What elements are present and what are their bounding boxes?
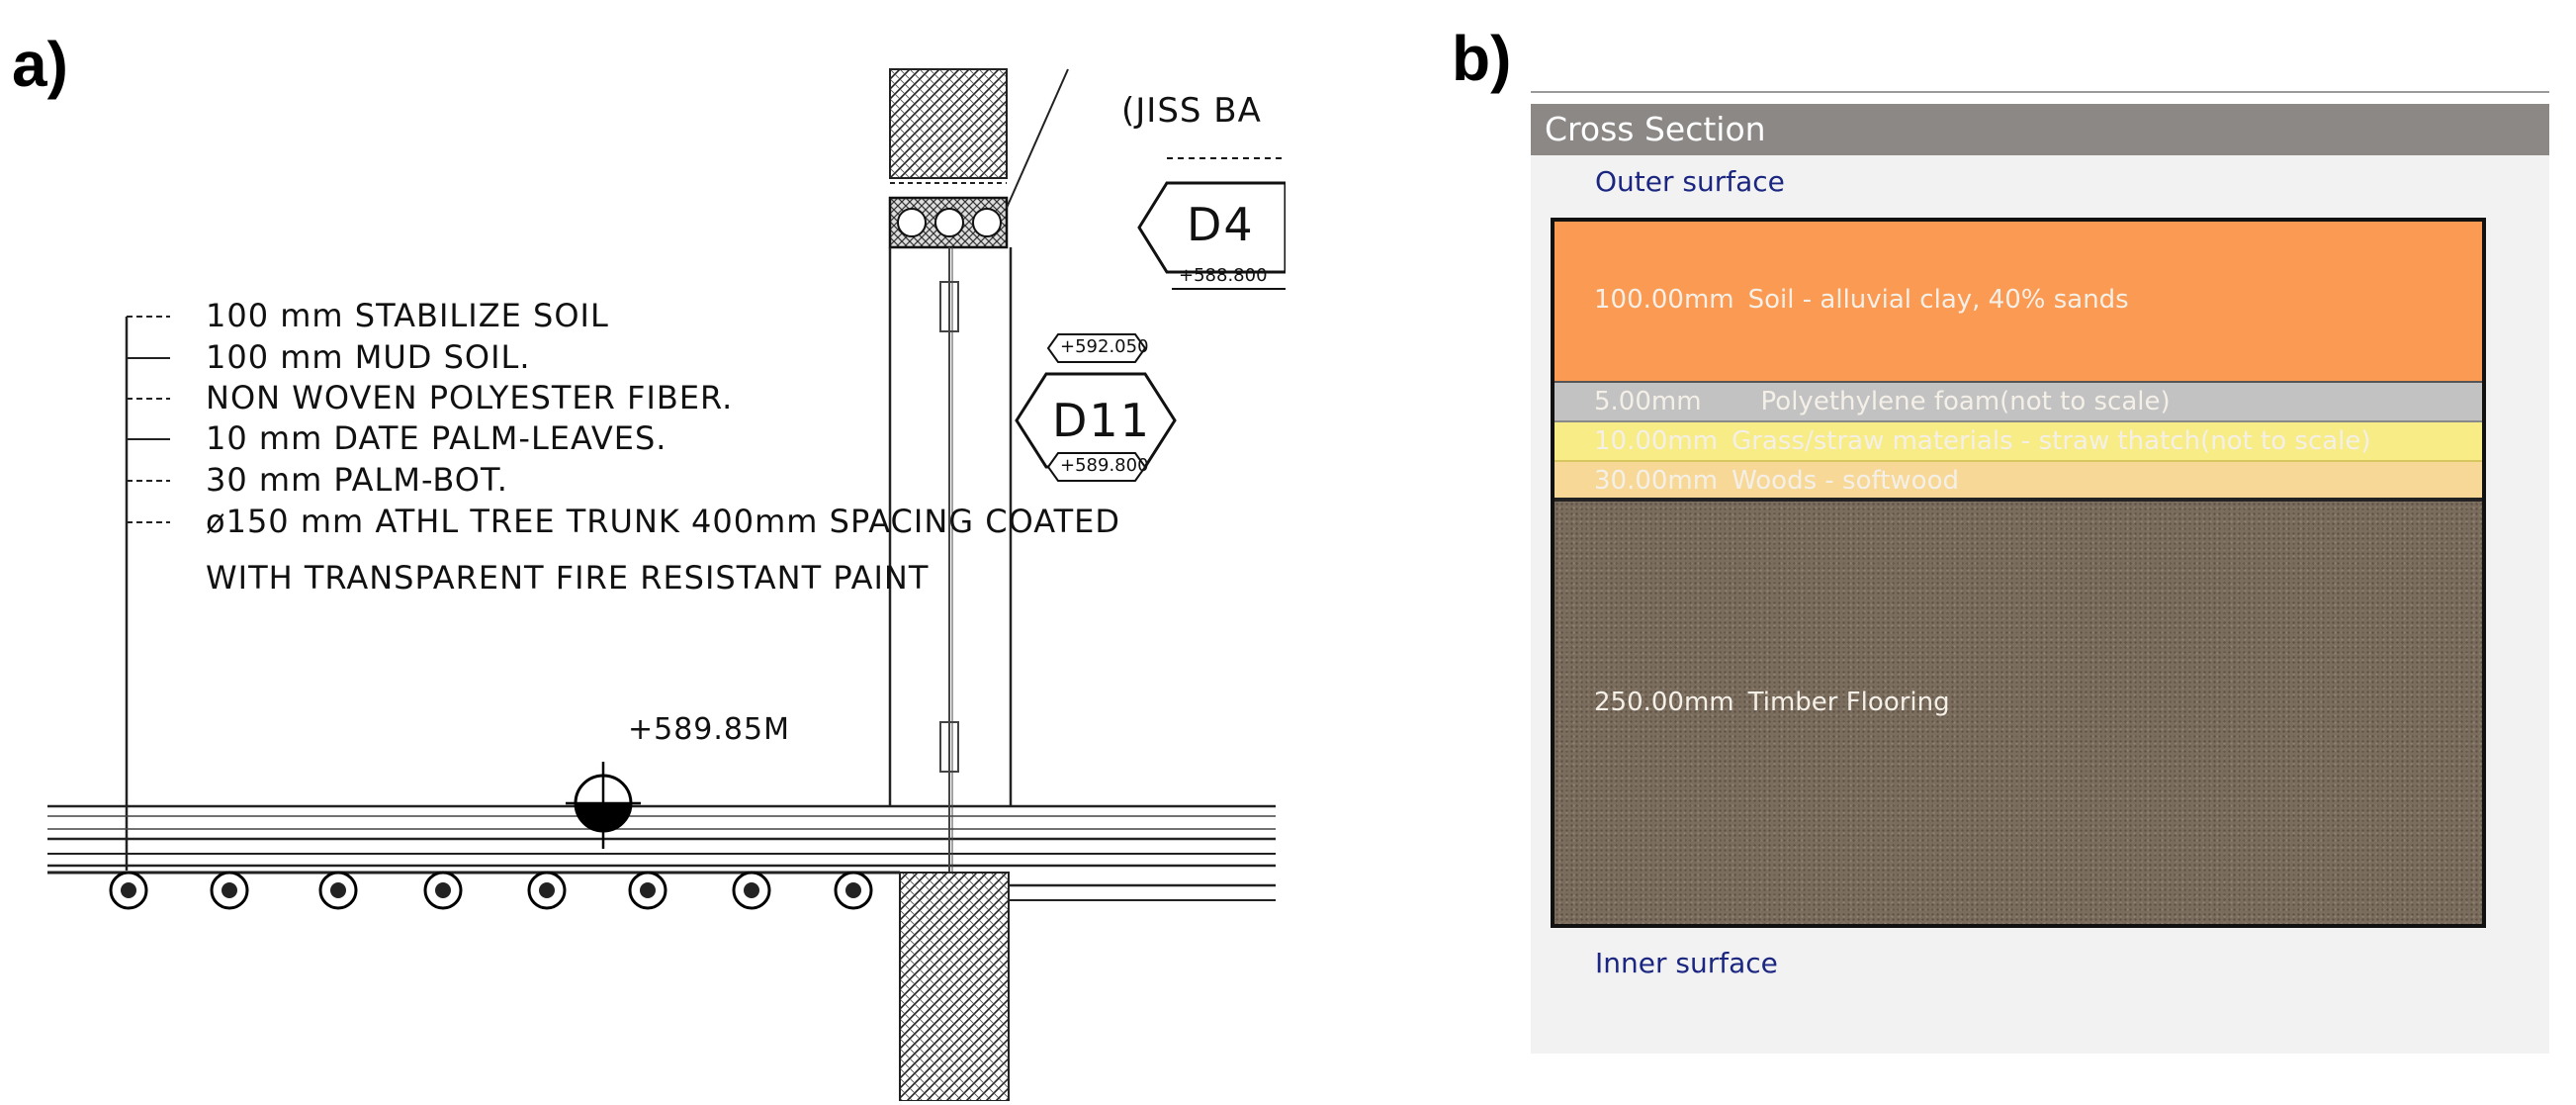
layer-soil[interactable]: 100.00mm Soil - alluvial clay, 40% sands: [1554, 222, 2482, 383]
cross-section-titlebar: Cross Section: [1531, 104, 2549, 155]
layer-material: Grass/straw materials - straw thatch(not…: [1732, 426, 2371, 456]
layer-polyethylene-foam[interactable]: 5.00mm Polyethylene foam(not to scale): [1554, 383, 2482, 422]
layer-note: 100 mm MUD SOIL.: [206, 338, 531, 376]
panel-label-b: b): [1452, 23, 1512, 94]
drawing-linework: [47, 68, 1288, 1102]
divider: [1531, 91, 2549, 93]
layer-note: NON WOVEN POLYESTER FIBER.: [206, 379, 734, 416]
inner-surface-label: Inner surface: [1595, 947, 1778, 979]
layer-note: WITH TRANSPARENT FIRE RESISTANT PAINT: [206, 559, 930, 597]
outer-surface-label: Outer surface: [1595, 165, 1785, 198]
cross-section-title: Cross Section: [1545, 110, 1766, 148]
layer-material: Soil - alluvial clay, 40% sands: [1747, 285, 2129, 315]
layer-note: ø150 mm ATHL TREE TRUNK 400mm SPACING CO…: [206, 503, 1120, 540]
partial-annotation: (JISS BA: [1121, 91, 1262, 131]
layer-timber-flooring[interactable]: 250.00mm Timber Flooring: [1554, 502, 2482, 924]
layer-material: Timber Flooring: [1747, 688, 1950, 717]
layer-thickness: 100.00mm: [1594, 285, 1734, 315]
roof-section-drawing: 100 mm STABILIZE SOIL 100 mm MUD SOIL. N…: [0, 59, 1288, 1102]
layer-straw-thatch[interactable]: 10.00mm Grass/straw materials - straw tha…: [1554, 422, 2482, 462]
cross-section-panel: Cross Section Outer surface 100.00mm Soil…: [1531, 104, 2549, 1054]
layer-thickness: 5.00mm: [1594, 387, 1702, 416]
layer-note: 100 mm STABILIZE SOIL: [206, 297, 609, 334]
layer-thickness: 30.00mm: [1594, 466, 1719, 496]
layer-softwood[interactable]: 30.00mm Woods - softwood: [1554, 462, 2482, 502]
layer-thickness: 250.00mm: [1594, 688, 1734, 717]
panel-label-a: a): [12, 29, 68, 100]
tree-trunk-row: [109, 871, 873, 910]
tag-d11-top-level: +592.050: [1060, 336, 1149, 357]
layer-note: 10 mm DATE PALM-LEAVES.: [206, 419, 667, 457]
tag-d11-label: D11: [1052, 394, 1151, 447]
layer-label: 10.00mm Grass/straw materials - straw tha…: [1594, 426, 2371, 456]
layer-material: Polyethylene foam(not to scale): [1760, 387, 2171, 416]
layer-material: Woods - softwood: [1732, 466, 1959, 496]
layer-label: 100.00mm Soil - alluvial clay, 40% sands: [1594, 285, 2129, 315]
tag-d4-label: D4: [1187, 198, 1255, 251]
level-mark: +589.85M: [628, 712, 790, 747]
layer-label: 250.00mm Timber Flooring: [1594, 688, 1950, 717]
tag-d4-bottom-level: +588.800: [1179, 265, 1268, 286]
layer-note: 30 mm PALM-BOT.: [206, 461, 508, 499]
tag-d11-bottom-level: +589.800: [1060, 455, 1149, 476]
layer-thickness: 10.00mm: [1594, 426, 1719, 456]
layer-label: 30.00mm Woods - softwood: [1594, 466, 1959, 496]
layer-label: 5.00mm Polyethylene foam(not to scale): [1594, 387, 2171, 416]
